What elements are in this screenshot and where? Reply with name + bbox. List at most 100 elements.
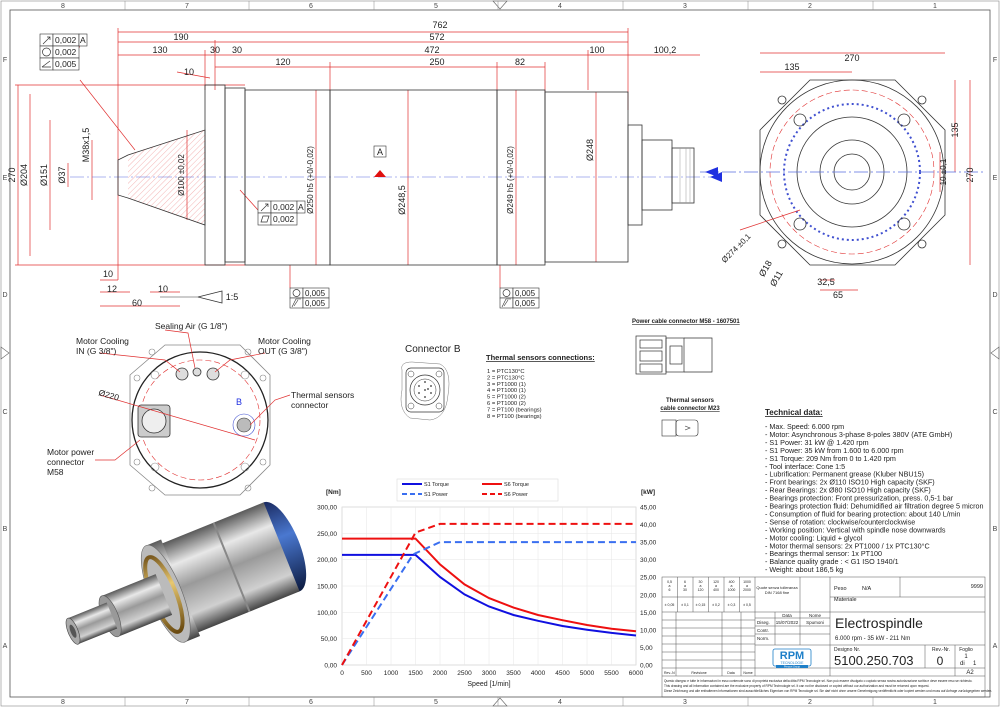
pin-assignment: 1 = PTC130°C (487, 369, 525, 375)
zone-row-label: F (3, 57, 7, 64)
technical-data-line: - Balance quality grade : < G1 ISO 1940/… (765, 557, 899, 566)
svg-text:DIN 7168 fine: DIN 7168 fine (765, 590, 790, 595)
svg-text:A: A (80, 35, 86, 45)
zone-column-label: 6 (309, 3, 313, 10)
thermal-connector-label: Thermal sensors (291, 390, 354, 400)
thermal-cable-connector-drawing (661, 419, 699, 437)
y2-tick-label: 10,00 (640, 627, 657, 634)
y-tick-label: 300,00 (317, 505, 337, 512)
tolerance-value: ± 0,15 (696, 603, 706, 607)
technical-data-line: - S1 Power: 35 kW from 1.600 to 6.000 rp… (765, 446, 904, 455)
pin-assignment: 4 = PT1000 (1) (487, 388, 526, 394)
tolerance-range: 120 (698, 588, 704, 592)
legend-label: S1 Power (424, 492, 448, 498)
drawing-number: 5100.250.703 (834, 653, 914, 668)
technical-data-line: - S1 Power: 31 kW @ 1.420 rpm (765, 438, 869, 447)
zone-column-label: 2 (808, 3, 812, 10)
disclaimer-en: This drawing and all information contain… (664, 684, 929, 688)
technical-data-line: - Motor cooling: Liquid + glycol (765, 533, 863, 542)
svg-text:0,002: 0,002 (55, 35, 77, 45)
svg-text:RPM: RPM (780, 650, 804, 662)
zone-column-label: 2 (808, 699, 812, 706)
svg-text:Norm.: Norm. (757, 636, 769, 641)
tolerance-value: ± 0,05 (665, 603, 675, 607)
taper-ratio: 1:5 (226, 292, 239, 302)
dim-overall-length: 762 (432, 20, 447, 30)
tolerance-range: 6 (669, 588, 671, 592)
x-tick-label: 3000 (482, 670, 497, 677)
legend-label: S6 Power (504, 492, 528, 498)
zone-column-label: 5 (434, 699, 438, 706)
rpm-logo: RPM TECNOLOGIE Peruzzi Group (772, 648, 812, 669)
dim-d248: Ø248 (585, 139, 595, 161)
dim-rear-length: 572 (429, 32, 444, 42)
dim-d37: Ø37 (57, 166, 67, 183)
svg-text:Peruzzi Group: Peruzzi Group (784, 666, 801, 669)
y-tick-label: 0,00 (324, 663, 337, 670)
dim-seg3: 82 (515, 57, 525, 67)
drawn-by: Spumoni (806, 620, 824, 625)
svg-text:Data: Data (782, 613, 792, 618)
y-tick-label: 250,00 (317, 531, 337, 538)
y2-tick-label: 5,00 (640, 645, 653, 652)
connector-b-marker: B (236, 397, 242, 407)
technical-data-line: - Weight: about 186,5 kg (765, 565, 843, 574)
svg-text:cable connector M23: cable connector M23 (660, 406, 720, 412)
technical-data-line: - Consumption of fluid for bearing prote… (765, 509, 960, 518)
dim-connector: 100,2 (654, 45, 677, 55)
nose-section-hatch (128, 130, 205, 225)
svg-text:0,005: 0,005 (305, 289, 326, 298)
technical-data-line: - Rear Bearings: 2x Ø80 ISO10 High capac… (765, 486, 931, 495)
dim-end-height: 270 (965, 167, 975, 182)
sheet-format: A2 (966, 670, 974, 676)
y2-tick-label: 45,00 (640, 505, 657, 512)
connector-b-title: Connector B (405, 344, 461, 355)
dim-d248-5: Ø248,5 (397, 185, 407, 215)
svg-text:0,002: 0,002 (273, 202, 295, 212)
dim-step2: 30 (232, 45, 242, 55)
dim-hole-small: Ø11 (768, 269, 785, 288)
technical-data-line: - Working position: Vertical with spindl… (765, 525, 946, 534)
svg-text:Nome: Nome (743, 671, 752, 675)
dim-seg2: 250 (429, 57, 444, 67)
zone-row-label: B (3, 526, 8, 533)
zone-row-label: A (3, 643, 8, 650)
zone-row-label: C (2, 409, 7, 416)
x-tick-label: 2000 (433, 670, 448, 677)
zone-column-label: 5 (434, 3, 438, 10)
drawn-date: 15/07/2022 (776, 620, 799, 625)
cylindricity-icon (501, 298, 511, 308)
svg-text:di: di (960, 661, 965, 667)
sealing-air-label: Sealing Air (G 1/8") (155, 321, 228, 331)
svg-text:0,002: 0,002 (55, 47, 77, 57)
pin-assignment: 8 = PT100 (bearings) (487, 414, 542, 420)
zone-column-label: 7 (185, 699, 189, 706)
svg-text:A: A (298, 202, 304, 212)
tolerance-range: a (700, 584, 702, 588)
x-tick-label: 1000 (384, 670, 399, 677)
technical-data: Technical data: - Max. Speed: 6.000 rpm-… (765, 408, 984, 574)
technical-data-line: - Sense of rotation: clockwise/countercl… (765, 517, 915, 526)
tolerance-range: a (669, 584, 671, 588)
chart-y2-label: [kW] (641, 489, 655, 496)
rear-view: Sealing Air (G 1/8") Motor Cooling IN (G… (47, 321, 354, 496)
side-view: A 762 190 572 130 30 30 472 100 100,2 12… (7, 20, 722, 309)
dim-front-length: 190 (173, 32, 188, 42)
zone-column-label: 7 (185, 3, 189, 10)
taper-symbol-icon (197, 290, 223, 304)
zone-row-label: E (3, 175, 8, 182)
tolerance-value: ± 0,1 (681, 603, 689, 607)
dim-bottom-10: 10 (103, 269, 113, 279)
weight-label: Peso (834, 586, 847, 592)
y2-tick-label: 30,00 (640, 557, 657, 564)
flatness-icon (260, 215, 270, 223)
tolerance-range: 30 (683, 588, 687, 592)
disclaimer-de: Diese Zeichnung und alle enthaltenen Inf… (664, 689, 992, 693)
runout-icon (260, 203, 269, 212)
drawing-title: Electrospindle (835, 615, 923, 631)
x-tick-label: 5500 (604, 670, 619, 677)
zone-column-label: 3 (683, 699, 687, 706)
svg-text:0,005: 0,005 (305, 299, 326, 308)
